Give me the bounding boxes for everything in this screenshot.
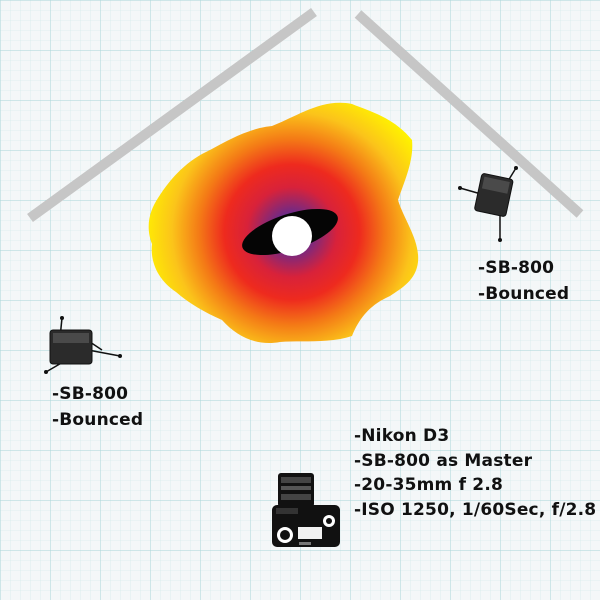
subject-icon [272, 216, 312, 256]
camera-master-text: -SB-800 as Master [354, 450, 533, 471]
camera-settings-label: -Nikon D3 -SB-800 as Master -20-35mm f 2… [354, 424, 596, 522]
wall-right [354, 10, 584, 218]
flash-left-label: -SB-800 -Bounced [52, 381, 143, 433]
camera-model-text: -Nikon D3 [354, 426, 450, 446]
camera-icon [272, 473, 340, 547]
flash-left-line-1: -SB-800 [52, 384, 129, 404]
flash-left-line-2: -Bounced [52, 410, 144, 430]
flash-right-line-1: -SB-800 [478, 258, 555, 278]
camera-lens-text: -20-35mm f 2.8 [354, 475, 504, 495]
camera-exposure-text: -ISO 1250, 1/60Sec, f/2.8 [354, 499, 597, 520]
flash-unit-icon [458, 166, 518, 242]
wall-left [27, 7, 317, 223]
flash-right-line-2: -Bounced [478, 284, 570, 304]
flash-unit-icon [44, 316, 122, 374]
flash-right-label: -SB-800 -Bounced [478, 255, 569, 307]
